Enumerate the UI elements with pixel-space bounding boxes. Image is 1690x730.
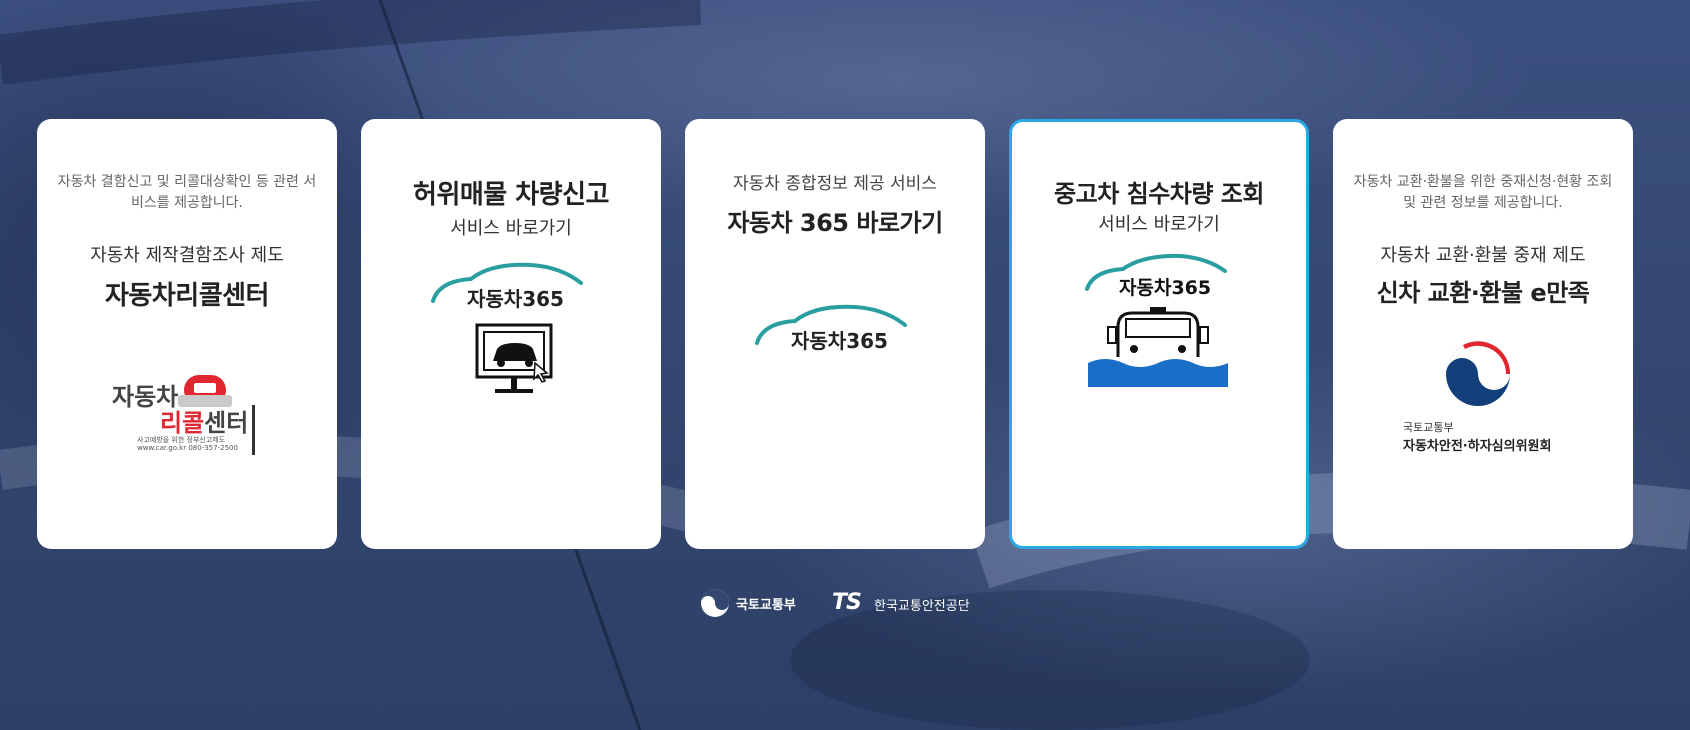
card-recall-center[interactable]: 자동차 결함신고 및 리콜대상확인 등 관련 서비스를 제공합니다. 자동차 제…	[37, 119, 337, 549]
card-title: 자동차리콜센터	[105, 281, 269, 311]
car365-logo-text: 자동차365	[791, 329, 888, 353]
card-description: 자동차 교환·환불을 위한 중재신청·현황 조회 및 관련 정보를 제공합니다.	[1353, 174, 1613, 211]
card-car365-shortcut[interactable]: 자동차 종합정보 제공 서비스 자동차 365 바로가기 자동차365	[685, 119, 985, 549]
card-subtitle: 서비스 바로가기	[1098, 214, 1220, 235]
siren-icon	[178, 375, 255, 455]
recall-logo-line1: 자동차	[112, 383, 179, 411]
car365-logo-text: 자동차365	[1119, 277, 1212, 299]
card-title: 중고차 침수차량 조회	[1054, 180, 1264, 208]
flooded-car-icon	[1088, 305, 1228, 387]
molit-committee-logo: 국토교통부 자동차안전·하자심의위원회	[1403, 339, 1578, 454]
card-subtitle: 자동차 제작결함조사 제도	[90, 245, 284, 266]
car365-logo: 자동차365	[431, 259, 591, 311]
service-cards: 자동차 결함신고 및 리콜대상확인 등 관련 서비스를 제공합니다. 자동차 제…	[37, 119, 1637, 549]
ts-logo-text: 한국교통안전공단	[874, 599, 970, 614]
molit-small-label: 국토교통부	[1403, 421, 1454, 434]
recall-logo-tagline: 사고예방을 위한 정부신고제도	[137, 436, 226, 444]
korea-government-emblem-icon	[701, 589, 729, 617]
ts-logo-mark: TS	[832, 590, 862, 615]
footer-logos: 국토교통부 TS 한국교통안전공단	[700, 588, 980, 618]
computer-car-icon	[475, 323, 555, 398]
recall-logo-line2: 리콜센터	[160, 409, 249, 437]
card-new-car-refund[interactable]: 자동차 교환·환불을 위한 중재신청·현황 조회 및 관련 정보를 제공합니다.…	[1333, 119, 1633, 549]
car365-logo: 자동차365	[755, 301, 915, 353]
recall-center-logo: 자동차 리콜센터 사고예방을 위한 정부신고제도 www.car.go.kr 0…	[112, 355, 262, 455]
card-false-listing-report[interactable]: 허위매물 차량신고 서비스 바로가기 자동차365	[361, 119, 661, 549]
card-flood-car-lookup[interactable]: 중고차 침수차량 조회 서비스 바로가기 자동차365	[1009, 119, 1309, 549]
recall-logo-contact: www.car.go.kr 080-357-2500	[137, 444, 238, 452]
car365-logo-text: 자동차365	[467, 287, 564, 311]
committee-name: 자동차안전·하자심의위원회	[1403, 439, 1552, 454]
card-description: 자동차 결함신고 및 리콜대상확인 등 관련 서비스를 제공합니다.	[57, 174, 317, 211]
ministry-logo-text: 국토교통부	[736, 598, 796, 613]
card-description: 자동차 종합정보 제공 서비스	[733, 174, 937, 194]
card-title: 자동차 365 바로가기	[727, 209, 943, 237]
card-title: 신차 교환·환불 e만족	[1376, 279, 1590, 307]
card-title: 허위매물 차량신고	[413, 180, 609, 210]
korea-government-emblem-icon	[1446, 341, 1511, 406]
car365-logo: 자동차365	[1085, 251, 1235, 299]
card-subtitle: 자동차 교환·환불 중재 제도	[1380, 245, 1586, 266]
card-subtitle: 서비스 바로가기	[450, 218, 572, 239]
